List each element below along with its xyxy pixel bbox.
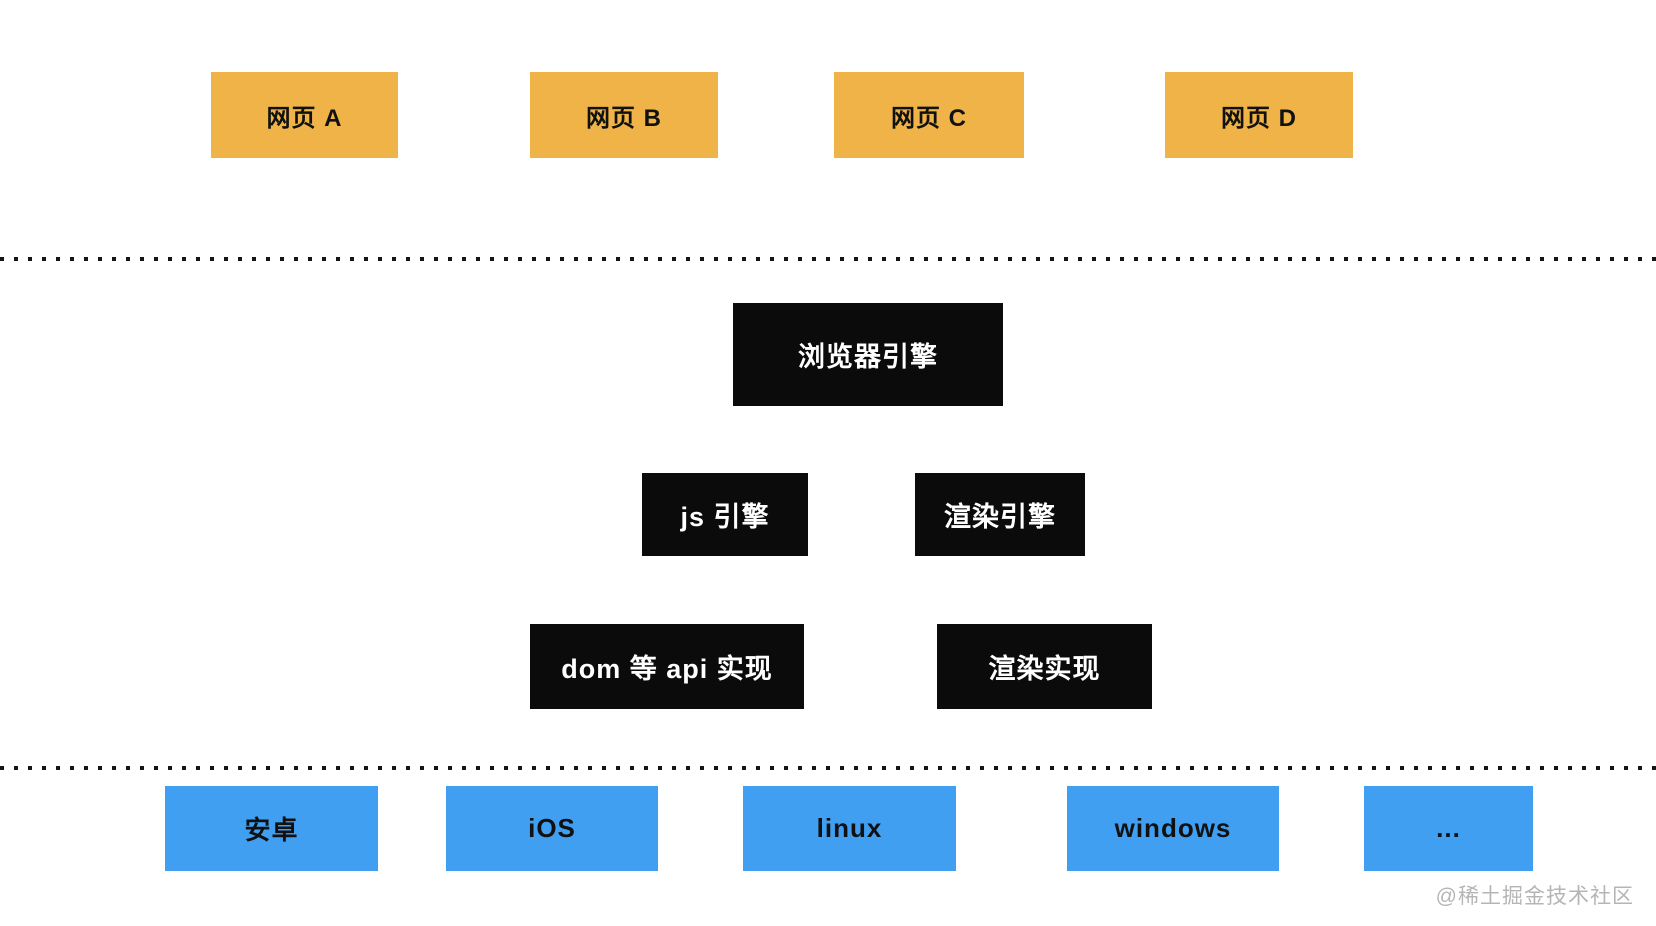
node-dom-api-implementation: dom 等 api 实现 xyxy=(530,624,804,709)
platform-box-ios: iOS xyxy=(446,786,658,871)
platform-box-linux: linux xyxy=(743,786,956,871)
platform-box-windows: windows xyxy=(1067,786,1279,871)
platform-box-ellipsis: ... xyxy=(1364,786,1533,871)
webpage-box-c: 网页 C xyxy=(834,72,1024,158)
watermark-text: @稀土掘金技术社区 xyxy=(1435,885,1634,908)
separator-dotted-top xyxy=(0,257,1656,261)
platform-box-android: 安卓 xyxy=(165,786,378,871)
separator-dotted-bottom xyxy=(0,766,1656,770)
webpage-box-d: 网页 D xyxy=(1165,72,1353,158)
node-browser-engine: 浏览器引擎 xyxy=(733,303,1003,406)
node-render-implementation: 渲染实现 xyxy=(937,624,1152,709)
node-render-engine: 渲染引擎 xyxy=(915,473,1085,556)
webpage-box-a: 网页 A xyxy=(211,72,398,158)
webpage-box-b: 网页 B xyxy=(530,72,718,158)
node-js-engine: js 引擎 xyxy=(642,473,808,556)
